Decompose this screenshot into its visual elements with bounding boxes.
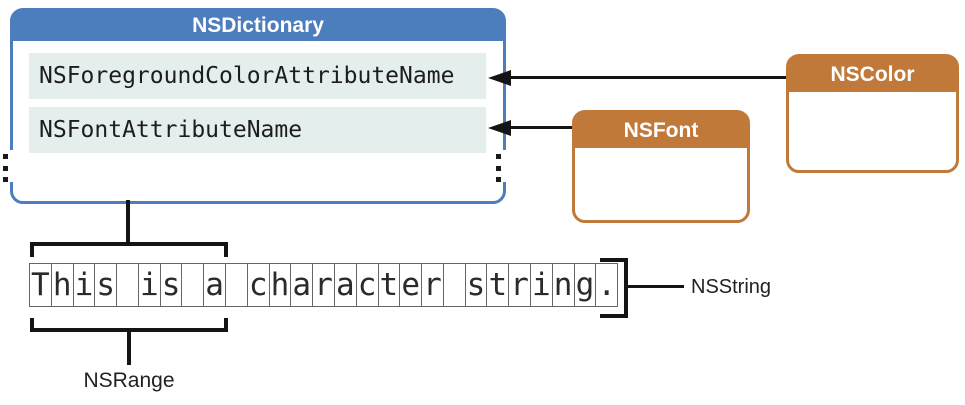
left-border-gap <box>8 150 15 182</box>
char-cell: . <box>595 263 619 307</box>
char-cell: c <box>355 263 379 307</box>
right-border-gap <box>500 150 507 182</box>
char-cell: s <box>464 263 488 307</box>
char-cell: s <box>94 263 118 307</box>
nscolor-header: NSColor <box>789 57 956 92</box>
char-cell <box>225 263 248 307</box>
char-cell: a <box>333 263 357 307</box>
char-cell: s <box>159 263 183 307</box>
nsstring-connector-line <box>628 285 684 288</box>
char-cell: t <box>377 263 401 307</box>
nsrange-stem <box>127 329 131 365</box>
left-ellipsis-dots <box>3 154 8 182</box>
nscolor-arrowhead-icon <box>488 70 511 86</box>
char-cell: r <box>421 263 444 307</box>
char-cell: g <box>573 263 597 307</box>
nsstring-bracket <box>600 258 628 318</box>
char-cell: c <box>246 263 270 307</box>
nsfont-header: NSFont <box>575 113 747 148</box>
range-top-bracket <box>30 242 228 257</box>
nsfont-arrowhead-icon <box>488 120 511 136</box>
char-cell <box>181 263 205 307</box>
char-cell: T <box>29 263 52 307</box>
char-cell: t <box>486 263 510 307</box>
nsrange-label: NSRange <box>83 369 175 392</box>
nscolor-box: NSColor <box>786 54 959 173</box>
char-cell: a <box>203 263 227 307</box>
char-cell: i <box>529 263 553 307</box>
char-cell: n <box>551 263 575 307</box>
nsfont-box: NSFont <box>572 110 750 223</box>
char-cell <box>442 263 466 307</box>
nsfont-arrow-line <box>506 126 572 129</box>
char-cell: i <box>137 263 161 307</box>
char-cell: r <box>508 263 531 307</box>
nsdictionary-box: NSDictionary NSForegroundColorAttributeN… <box>10 8 506 204</box>
dictionary-to-range-stem <box>126 200 130 242</box>
nscolor-arrow-line <box>506 76 786 79</box>
nsstring-label: NSString <box>691 276 772 298</box>
dictionary-row-foreground-color: NSForegroundColorAttributeName <box>29 53 486 99</box>
dictionary-row-font: NSFontAttributeName <box>29 107 486 153</box>
char-cell: a <box>290 263 314 307</box>
char-cell: e <box>399 263 423 307</box>
char-cell <box>116 263 139 307</box>
char-cell: h <box>268 263 292 307</box>
char-cell: h <box>50 263 74 307</box>
right-ellipsis-dots <box>496 154 501 182</box>
nsdictionary-header: NSDictionary <box>13 11 503 41</box>
char-cell: r <box>312 263 335 307</box>
char-cell: i <box>72 263 96 307</box>
